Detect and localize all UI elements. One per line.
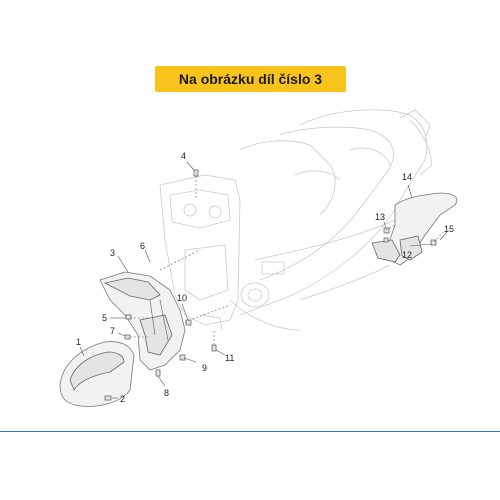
callout-8: 8: [164, 388, 169, 398]
part-number-banner: Na obrázku díl číslo 3: [155, 66, 346, 92]
callout-15: 15: [444, 224, 454, 234]
callout-2: 2: [120, 394, 125, 404]
callout-11: 11: [225, 353, 234, 363]
callout-10: 10: [177, 293, 187, 303]
callout-12: 12: [402, 250, 412, 260]
callout-5: 5: [102, 313, 107, 323]
callout-4: 4: [181, 151, 186, 161]
assembly-lines: [130, 176, 446, 345]
inner-panel-ghost: [159, 174, 241, 331]
callout-7: 7: [110, 326, 115, 336]
scooter-frame-ghost: [229, 109, 433, 331]
part-3-inner-mudguard: [99, 271, 186, 371]
callout-14: 14: [402, 172, 412, 182]
banner-text: Na obrázku díl číslo 3: [178, 71, 323, 87]
callout-3: 3: [110, 248, 115, 258]
callout-13: 13: [375, 212, 385, 222]
callout-1: 1: [76, 337, 81, 347]
callout-9: 9: [202, 363, 207, 373]
footer-divider: [0, 431, 500, 432]
leader-lines: [79, 161, 448, 399]
part-1-front-mudguard: [59, 341, 135, 407]
callout-6: 6: [140, 241, 145, 251]
fasteners: [104, 169, 437, 401]
callout-labels: 1 2 3 4 5 6 7 8 9 10 11 12 13 14 15: [76, 151, 454, 404]
